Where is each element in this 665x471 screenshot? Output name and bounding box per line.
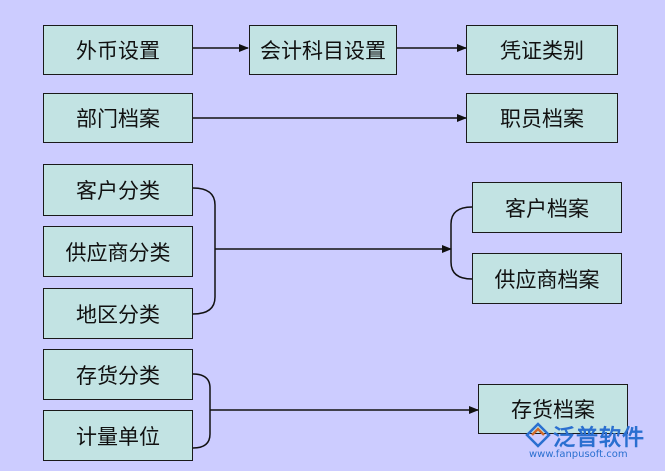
node-inventory-file: 存货档案 xyxy=(478,384,628,434)
node-voucher-type: 凭证类别 xyxy=(466,25,618,75)
node-inventory-category: 存货分类 xyxy=(43,349,193,400)
node-department-file: 部门档案 xyxy=(43,93,193,143)
brand-url: www.fanpusoft.com xyxy=(529,449,628,460)
brand-logo-icon xyxy=(525,422,551,448)
node-customer-file: 客户档案 xyxy=(472,182,622,233)
node-region-category: 地区分类 xyxy=(43,288,193,339)
node-measure-unit: 计量单位 xyxy=(43,410,193,461)
bracket-inventory-unit xyxy=(192,373,211,449)
brand-name: 泛普软件 xyxy=(553,426,646,451)
bracket-customer-supplier-files xyxy=(450,206,473,280)
node-account-subject: 会计科目设置 xyxy=(249,25,397,75)
node-supplier-file: 供应商档案 xyxy=(472,253,622,304)
brand-watermark: 泛普软件 www.fanpusoft.com xyxy=(525,418,655,468)
node-customer-category: 客户分类 xyxy=(43,164,193,216)
node-employee-file: 职员档案 xyxy=(466,93,618,143)
bracket-customer-supplier-region xyxy=(192,187,216,315)
node-foreign-currency: 外币设置 xyxy=(43,25,193,75)
node-supplier-category: 供应商分类 xyxy=(43,226,193,277)
